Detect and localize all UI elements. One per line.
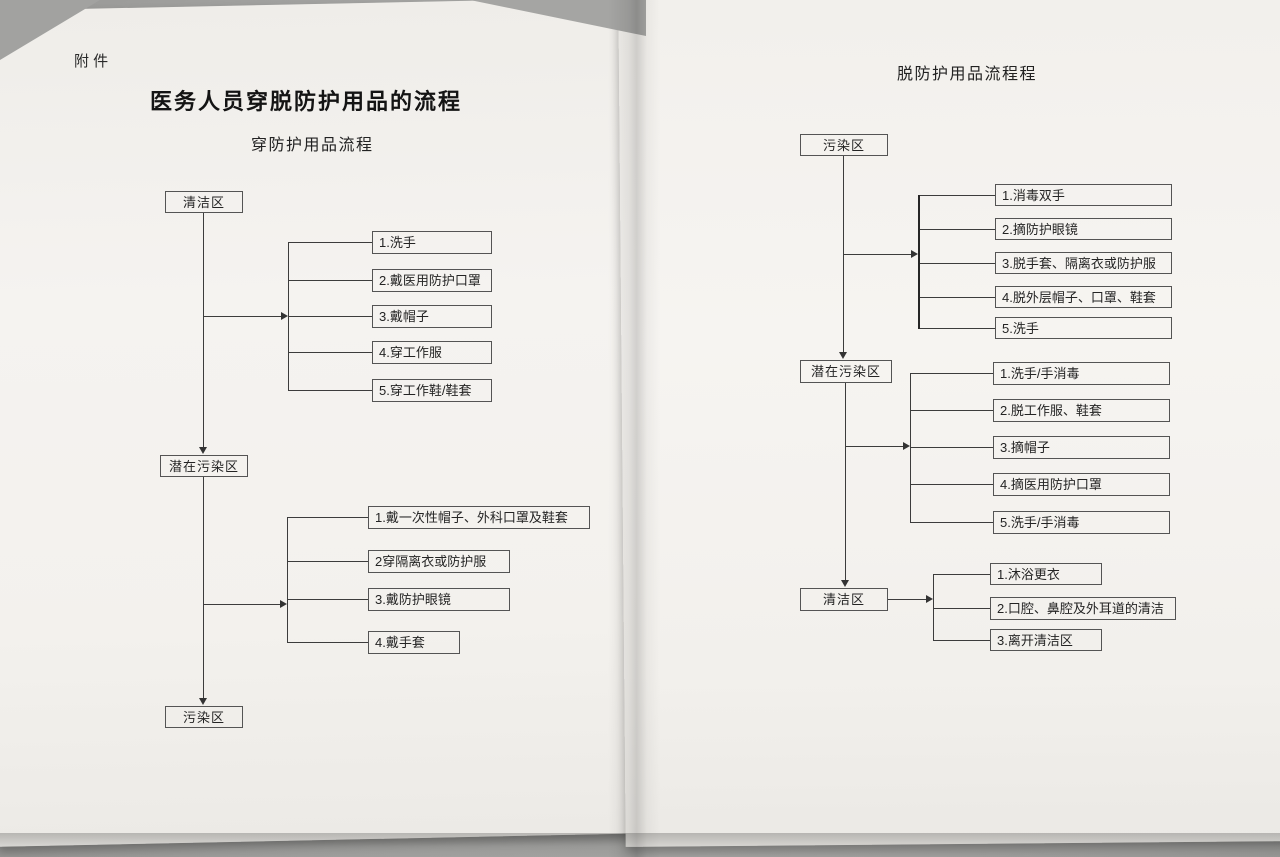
flow-step-box: 3.戴帽子 <box>372 305 492 328</box>
flow-step-box: 4.戴手套 <box>368 631 460 654</box>
flow-step-box: 3.戴防护眼镜 <box>368 588 510 611</box>
flow-step-box: 5.穿工作鞋/鞋套 <box>372 379 492 402</box>
flow-line <box>846 446 903 447</box>
flow-line <box>203 213 204 447</box>
flow-line <box>845 383 846 580</box>
flow-line <box>911 484 993 485</box>
arrow-right-icon <box>911 250 918 258</box>
flow-line <box>288 242 289 391</box>
right-page-title: 脱防护用品流程程 <box>897 66 1038 83</box>
flow-line <box>920 263 995 264</box>
zone-box-potential-right: 潜在污染区 <box>800 360 892 383</box>
flow-line <box>933 574 934 641</box>
flow-step-box: 1.洗手 <box>372 231 492 254</box>
flow-step-box: 1.戴一次性帽子、外科口罩及鞋套 <box>368 506 590 529</box>
flow-step-box: 2.口腔、鼻腔及外耳道的清洁 <box>990 597 1176 620</box>
flow-step-box: 2穿隔离衣或防护服 <box>368 550 510 573</box>
zone-box-potential-left: 潜在污染区 <box>160 455 248 477</box>
left-page-subtitle: 穿防护用品流程 <box>251 137 374 154</box>
left-page-title: 医务人员穿脱防护用品的流程 <box>150 89 463 114</box>
arrow-right-icon <box>926 595 933 603</box>
flow-line <box>288 561 368 562</box>
arrow-right-icon <box>281 312 288 320</box>
flow-line <box>934 608 990 609</box>
paper-bottom-edge-shadow <box>0 833 1280 857</box>
flow-line <box>288 642 368 643</box>
flow-line <box>203 477 204 698</box>
flow-line <box>289 280 372 281</box>
flow-line <box>204 604 280 605</box>
flow-step-box: 1.沐浴更衣 <box>990 563 1102 585</box>
flow-line <box>910 373 911 523</box>
zone-box-clean-right: 清洁区 <box>800 588 888 611</box>
arrow-right-icon <box>280 600 287 608</box>
flow-line <box>288 517 368 518</box>
flow-line <box>289 316 372 317</box>
flow-line <box>920 328 995 329</box>
flow-step-box: 2.脱工作服、鞋套 <box>993 399 1170 422</box>
flow-line <box>920 297 995 298</box>
zone-box-contaminated-right: 污染区 <box>800 134 888 156</box>
flow-line <box>911 373 993 374</box>
flow-line <box>204 316 282 317</box>
page-fold-seam <box>608 0 660 857</box>
flow-step-box: 2.摘防护眼镜 <box>995 218 1172 240</box>
flow-line <box>911 447 993 448</box>
flow-step-box: 1.洗手/手消毒 <box>993 362 1170 385</box>
flow-line <box>918 195 920 329</box>
flow-step-box: 3.脱手套、隔离衣或防护服 <box>995 252 1172 274</box>
arrow-down-icon <box>839 352 847 359</box>
arrow-down-icon <box>199 447 207 454</box>
flow-line <box>289 242 372 243</box>
flow-step-box: 3.离开清洁区 <box>990 629 1102 651</box>
flow-step-box: 4.穿工作服 <box>372 341 492 364</box>
flow-line <box>888 599 926 600</box>
paper-left-page <box>0 0 659 847</box>
flow-step-box: 5.洗手/手消毒 <box>993 511 1170 534</box>
flow-line <box>934 574 990 575</box>
zone-box-clean-left: 清洁区 <box>165 191 243 213</box>
flow-step-box: 5.洗手 <box>995 317 1172 339</box>
flow-line <box>920 195 995 196</box>
flow-line <box>843 156 844 352</box>
zone-box-contaminated-left: 污染区 <box>165 706 243 728</box>
arrow-down-icon <box>841 580 849 587</box>
flow-line <box>287 517 288 643</box>
flow-step-box: 4.脱外层帽子、口罩、鞋套 <box>995 286 1172 308</box>
flow-line <box>289 390 372 391</box>
paper-right-page <box>618 0 1280 847</box>
arrow-right-icon <box>903 442 910 450</box>
flow-line <box>911 410 993 411</box>
flow-line <box>844 254 911 255</box>
flow-line <box>911 522 993 523</box>
arrow-down-icon <box>199 698 207 705</box>
flow-step-box: 1.消毒双手 <box>995 184 1172 206</box>
flow-line <box>934 640 990 641</box>
flow-line <box>288 599 368 600</box>
attachment-label: 附 件 <box>74 53 109 70</box>
flow-line <box>920 229 995 230</box>
flow-step-box: 2.戴医用防护口罩 <box>372 269 492 292</box>
flow-step-box: 4.摘医用防护口罩 <box>993 473 1170 496</box>
flow-step-box: 3.摘帽子 <box>993 436 1170 459</box>
flow-line <box>289 352 372 353</box>
